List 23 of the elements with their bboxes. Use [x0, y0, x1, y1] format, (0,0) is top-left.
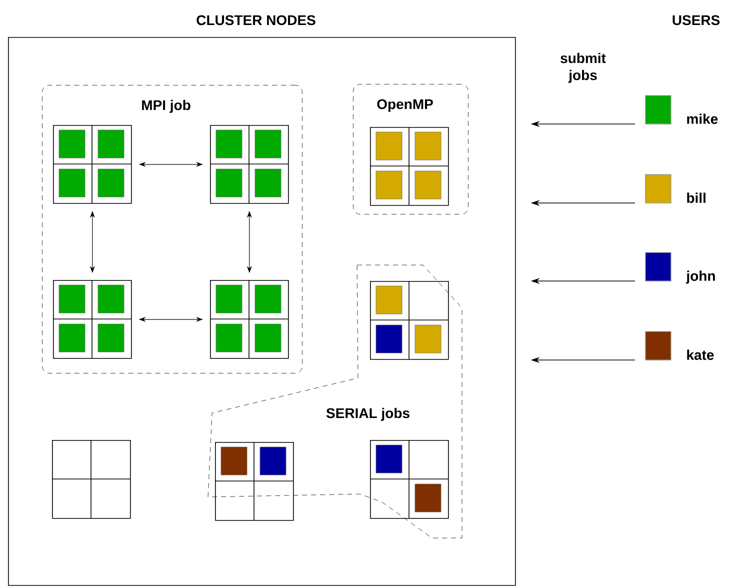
compute-node	[52, 124, 132, 204]
compute-node	[210, 280, 289, 359]
node-label: bill	[687, 192, 706, 203]
compute-node	[370, 440, 449, 519]
compute-node	[370, 280, 449, 360]
job-group: SERIAL jobs	[208, 264, 462, 538]
compute-node	[210, 124, 289, 204]
compute-node	[52, 440, 131, 519]
user: john	[644, 252, 715, 284]
node-label: kate	[687, 350, 714, 360]
node-label: mike	[687, 114, 718, 124]
arrow-caption: submit jobs	[560, 52, 606, 83]
node-label: CLUSTER NODES	[196, 15, 316, 26]
compute-node	[214, 442, 294, 521]
job-group: OpenMP	[353, 84, 468, 214]
users-heading: USERS	[672, 15, 720, 26]
user: mike	[644, 95, 718, 124]
user: kate	[644, 331, 714, 360]
job-group: MPI job	[42, 85, 302, 374]
node-label: john	[686, 270, 715, 284]
compute-node	[52, 280, 132, 359]
compute-node	[370, 126, 449, 206]
user: bill	[644, 174, 706, 204]
